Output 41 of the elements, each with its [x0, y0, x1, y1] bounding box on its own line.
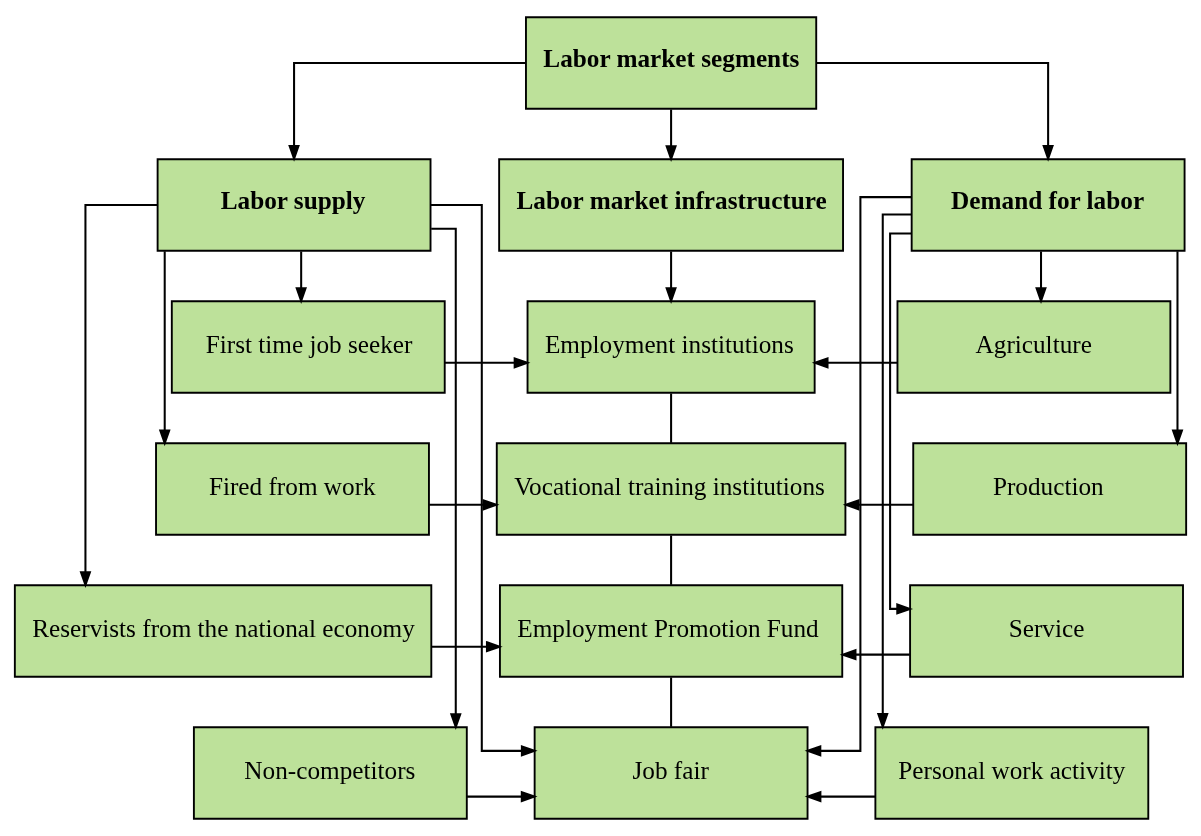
arrow	[431, 640, 503, 653]
arrow	[804, 196, 912, 757]
arrow	[889, 232, 913, 615]
node-box: Agriculture	[896, 300, 1172, 394]
node-box: Job fair	[533, 726, 809, 820]
arrow	[431, 204, 538, 757]
node-box: Reservists from the national economy	[13, 584, 433, 678]
node-box: Non-competitors	[192, 726, 468, 820]
arrow	[811, 356, 898, 369]
arrow	[804, 790, 876, 803]
connector	[670, 677, 673, 727]
node-box: Labor market segments	[525, 16, 818, 110]
arrow	[839, 648, 910, 661]
arrow	[1035, 251, 1047, 304]
arrow	[158, 251, 171, 447]
arrow	[1171, 251, 1184, 447]
node-box: Service	[909, 584, 1184, 678]
connector	[670, 535, 673, 585]
arrow	[79, 204, 158, 589]
arrow	[665, 109, 677, 163]
arrow	[444, 356, 531, 369]
node-box: Demand for labor	[910, 158, 1186, 252]
arrow	[295, 251, 308, 304]
arrow	[876, 213, 912, 730]
arrow	[665, 251, 677, 304]
arrow	[288, 62, 526, 162]
node-box: Vocational training institutions	[495, 442, 847, 536]
node-box: Fired from work	[155, 442, 430, 536]
node-box: Employment institutions	[526, 300, 816, 394]
arrow	[467, 790, 538, 803]
node-box: Production	[912, 442, 1188, 536]
node-box: Employment Promotion Fund	[499, 584, 844, 678]
arrow	[431, 227, 462, 731]
arrow	[842, 498, 913, 511]
node-box: Labor supply	[156, 158, 432, 252]
node-box: First time job seeker	[170, 300, 446, 394]
connector	[670, 393, 673, 443]
node-box: Labor market infrastructure	[498, 158, 844, 252]
arrow	[429, 498, 500, 511]
node-box: Personal work activity	[874, 726, 1150, 820]
arrow	[816, 62, 1054, 162]
